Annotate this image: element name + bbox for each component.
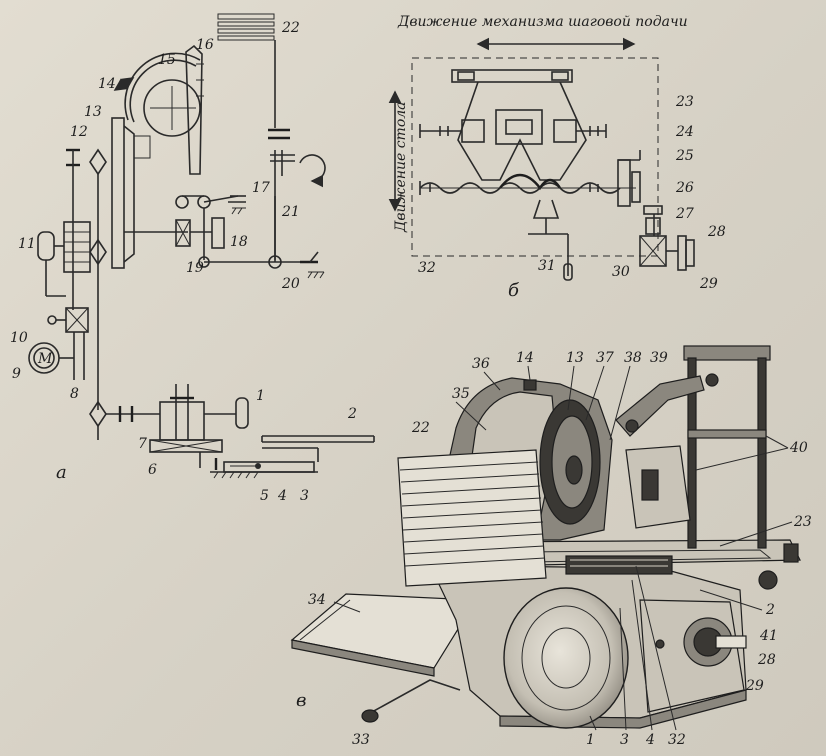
label-2: 2 bbox=[347, 406, 357, 422]
drive-train: M bbox=[28, 148, 107, 410]
label-32c: 32 bbox=[668, 732, 686, 748]
label-6: 6 bbox=[148, 462, 157, 478]
label-12: 12 bbox=[70, 124, 88, 140]
label-15: 15 bbox=[158, 52, 176, 68]
label-20: 20 bbox=[281, 276, 300, 292]
label-28b: 28 bbox=[707, 224, 726, 240]
panel-a-labels: 22 16 15 14 13 12 17 21 18 19 20 11 10 9… bbox=[10, 20, 357, 504]
label-26b: 26 bbox=[675, 180, 694, 196]
label-1c: 1 bbox=[586, 732, 595, 748]
label-14c: 14 bbox=[516, 350, 534, 366]
label-13: 13 bbox=[84, 104, 102, 120]
label-40c: 40 bbox=[789, 440, 808, 456]
label-10: 10 bbox=[10, 330, 28, 346]
label-23c: 23 bbox=[793, 514, 812, 530]
label-5: 5 bbox=[260, 488, 269, 504]
label-3: 3 bbox=[300, 488, 309, 504]
label-30b: 30 bbox=[612, 264, 630, 280]
main-shaft bbox=[111, 117, 151, 269]
label-28c: 28 bbox=[757, 652, 776, 668]
label-27b: 27 bbox=[675, 206, 694, 222]
label-35c: 35 bbox=[452, 386, 470, 402]
label-14: 14 bbox=[98, 76, 116, 92]
label-29b: 29 bbox=[699, 276, 718, 292]
label-29c: 29 bbox=[745, 678, 764, 694]
panel-b-labels: 23 24 25 26 27 28 29 30 31 32 б bbox=[418, 94, 726, 301]
label-17: 17 bbox=[252, 180, 270, 196]
label-11: 11 bbox=[18, 236, 36, 252]
label-19: 19 bbox=[186, 260, 204, 276]
label-32b: 32 bbox=[418, 260, 436, 276]
label-31b: 31 bbox=[538, 258, 556, 274]
panel-b-scheme: Движение механизма шаговой подачи Движен… bbox=[388, 14, 726, 301]
label-22: 22 bbox=[281, 20, 300, 36]
panel-label-a: а bbox=[56, 462, 67, 483]
motor-symbol: M bbox=[37, 351, 53, 367]
label-16: 16 bbox=[196, 37, 214, 53]
label-4: 4 bbox=[277, 488, 287, 504]
label-38c: 38 bbox=[624, 350, 642, 366]
label-34c: 34 bbox=[308, 592, 326, 608]
panel-c-machine: 36 14 13 37 38 39 35 22 40 23 2 41 28 29… bbox=[290, 345, 812, 748]
panel-a-scheme: M bbox=[10, 13, 375, 504]
carriage-mechanism bbox=[89, 384, 375, 479]
label-18: 18 bbox=[230, 234, 248, 250]
label-8: 8 bbox=[70, 386, 79, 402]
panel-label-b: б bbox=[508, 280, 520, 301]
label-23b: 23 bbox=[675, 94, 694, 110]
label-22c: 22 bbox=[411, 420, 430, 436]
label-39c: 39 bbox=[650, 350, 668, 366]
panel-c-labels: 36 14 13 37 38 39 35 22 40 23 2 41 28 29… bbox=[296, 350, 812, 748]
label-41c: 41 bbox=[759, 628, 778, 644]
cutting-head bbox=[113, 44, 204, 175]
label-13c: 13 bbox=[566, 350, 584, 366]
label-1: 1 bbox=[256, 388, 265, 404]
fan-assembly bbox=[217, 13, 326, 260]
label-3c: 3 bbox=[620, 732, 629, 748]
label-24b: 24 bbox=[675, 124, 694, 140]
label-21: 21 bbox=[281, 204, 300, 220]
feed-linkage bbox=[124, 195, 325, 279]
caption-feed-motion: Движение механизма шаговой подачи bbox=[397, 14, 688, 30]
label-4c: 4 bbox=[645, 732, 655, 748]
label-25b: 25 bbox=[675, 148, 694, 164]
label-2c: 2 bbox=[765, 602, 775, 618]
label-33c: 33 bbox=[352, 732, 370, 748]
label-7: 7 bbox=[138, 436, 147, 452]
label-9: 9 bbox=[12, 366, 21, 382]
label-36c: 36 bbox=[472, 356, 490, 372]
label-37c: 37 bbox=[596, 350, 614, 366]
panel-label-c: в bbox=[296, 690, 306, 711]
